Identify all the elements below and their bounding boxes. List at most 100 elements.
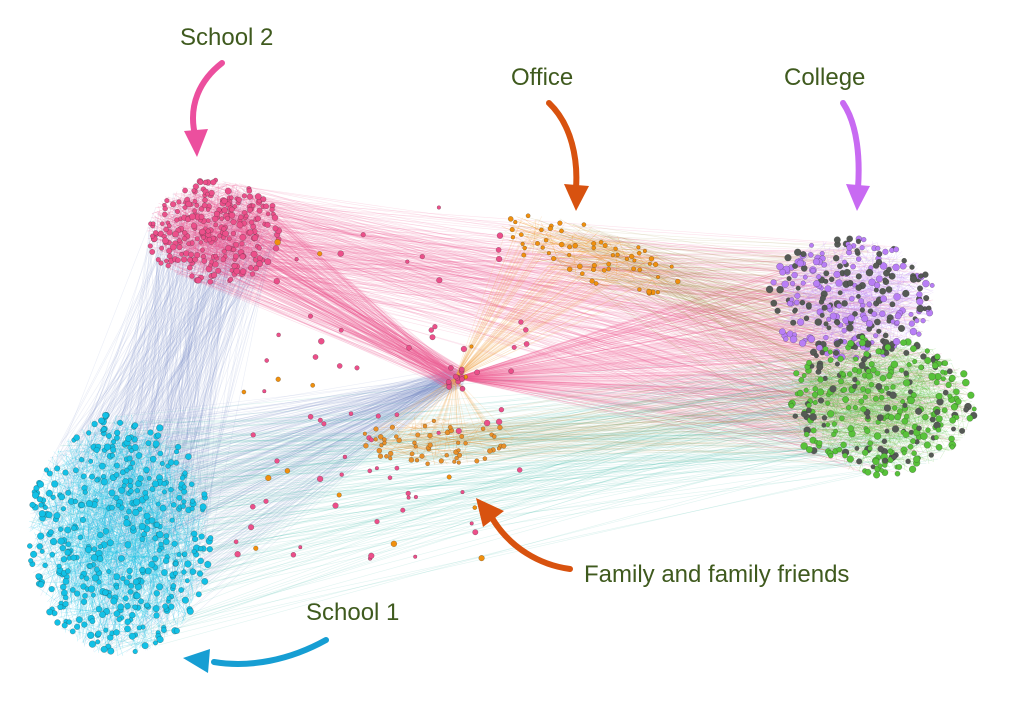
network-edge — [119, 522, 202, 590]
network-edge — [164, 218, 814, 334]
network-edge — [241, 247, 457, 375]
network-edge — [454, 306, 840, 379]
network-edge — [454, 377, 458, 418]
network-edge — [800, 283, 850, 348]
network-edge — [454, 377, 859, 458]
network-edge — [80, 464, 134, 469]
network-edge — [382, 377, 456, 443]
network-edge — [236, 260, 814, 331]
network-edge — [454, 341, 843, 379]
network-edge — [134, 211, 259, 504]
school-1-node — [121, 483, 127, 489]
network-edge — [84, 519, 107, 646]
network-edge — [164, 224, 249, 262]
network-edge — [270, 221, 893, 378]
college-node — [871, 311, 878, 317]
network-edge — [213, 242, 829, 426]
network-edge — [177, 259, 458, 382]
school-1-node — [155, 501, 161, 507]
network-edge — [196, 182, 850, 358]
school-1-node — [60, 583, 67, 591]
network-edge — [830, 287, 874, 290]
school-2-node — [247, 229, 254, 236]
network-edge — [95, 246, 276, 455]
college-node — [909, 327, 918, 336]
network-edge — [209, 181, 893, 439]
network-edge — [172, 193, 880, 285]
school-2-node — [183, 250, 190, 257]
network-edge — [137, 378, 452, 530]
network-edge — [268, 214, 450, 387]
network-edge — [107, 435, 171, 489]
network-edge — [47, 471, 189, 492]
network-edge — [263, 248, 461, 370]
network-edge — [165, 219, 243, 631]
network-edge — [105, 252, 231, 654]
network-edge — [192, 380, 464, 577]
network-edge — [578, 262, 780, 272]
network-edge — [857, 408, 958, 443]
network-edge — [233, 218, 895, 260]
network-edge — [61, 444, 925, 548]
network-edge — [85, 486, 90, 633]
network-edge — [74, 352, 923, 586]
network-edge — [54, 503, 118, 626]
network-edge — [98, 263, 227, 449]
network-edge — [80, 432, 825, 443]
network-edge — [85, 247, 270, 580]
network-edge — [658, 269, 822, 338]
network-edge — [73, 233, 203, 486]
network-edge — [57, 438, 158, 484]
network-edge — [655, 271, 850, 345]
school-1-node — [38, 510, 46, 518]
network-edge — [86, 205, 226, 600]
network-edge — [221, 281, 460, 373]
network-edge — [235, 225, 452, 371]
network-edge — [189, 196, 192, 202]
network-edge — [454, 255, 536, 379]
network-edge — [167, 205, 453, 373]
network-edge — [377, 412, 843, 448]
network-edge — [454, 344, 841, 379]
college-node — [823, 278, 829, 284]
network-edge — [96, 280, 211, 628]
network-edge — [79, 419, 95, 513]
network-edge — [163, 377, 456, 527]
school-1-node — [37, 532, 45, 540]
network-edge — [80, 375, 458, 619]
network-edge — [225, 196, 867, 383]
network-edge — [659, 261, 892, 428]
school-1-node — [198, 546, 204, 552]
network-edge — [133, 579, 146, 619]
network-edge — [84, 522, 116, 576]
network-edge — [454, 377, 801, 432]
network-edge — [217, 232, 894, 395]
network-edge — [454, 341, 870, 379]
school-2-node — [255, 215, 261, 222]
network-edge — [90, 413, 887, 423]
network-edge — [108, 469, 131, 568]
network-edge — [36, 369, 460, 513]
school-1-node — [132, 604, 138, 610]
network-edge — [193, 268, 833, 366]
network-edge — [90, 260, 239, 563]
network-edge — [454, 319, 894, 379]
network-edge — [446, 415, 846, 437]
network-edge — [175, 374, 456, 525]
network-edge — [554, 256, 945, 384]
network-edge — [454, 377, 489, 431]
school-2-node — [195, 277, 202, 284]
network-edge — [231, 215, 824, 432]
school-1-node — [158, 541, 164, 548]
network-edge — [156, 425, 857, 465]
network-edge — [268, 206, 843, 456]
school-1-node — [53, 512, 61, 520]
network-edge — [877, 260, 884, 349]
school-1-node — [172, 570, 179, 576]
network-edge — [68, 582, 146, 623]
network-edge — [142, 607, 163, 629]
network-edge — [259, 259, 850, 358]
network-edge — [206, 224, 871, 360]
network-edge — [163, 195, 264, 215]
school-1-node — [49, 538, 58, 546]
